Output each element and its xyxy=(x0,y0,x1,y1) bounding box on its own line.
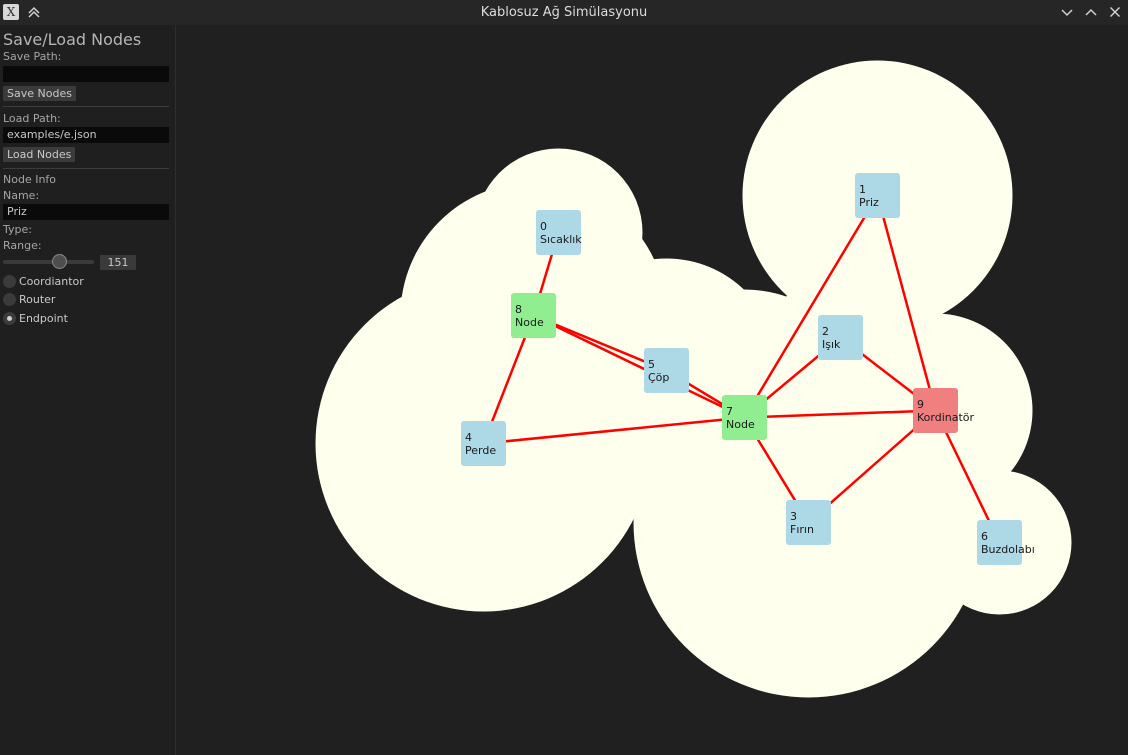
sidebar: Save/Load Nodes Save Path: Save Nodes Lo… xyxy=(0,25,176,755)
node-name: Çöp xyxy=(648,371,670,384)
radio-router-label[interactable]: Router xyxy=(19,293,56,306)
maximize-icon[interactable] xyxy=(1081,2,1101,22)
minimize-icon[interactable] xyxy=(1057,2,1077,22)
range-label: Range: xyxy=(3,239,42,252)
window-title: Kablosuz Ağ Simülasyonu xyxy=(480,5,648,20)
range-value[interactable]: 151 xyxy=(100,255,136,270)
close-icon[interactable] xyxy=(1105,2,1125,22)
node-id: 2 xyxy=(822,325,829,338)
load-nodes-button[interactable]: Load Nodes xyxy=(3,147,76,162)
node-name: Node xyxy=(515,316,544,329)
save-load-title: Save/Load Nodes xyxy=(3,30,142,49)
keep-above-icon[interactable] xyxy=(24,2,44,22)
node-id: 7 xyxy=(726,405,733,418)
node-id: 0 xyxy=(540,220,547,233)
link-line xyxy=(744,409,936,419)
save-path-input[interactable] xyxy=(3,66,169,82)
radio-router[interactable] xyxy=(3,293,16,306)
link-line xyxy=(876,195,937,411)
node-id: 3 xyxy=(790,510,797,523)
node-id: 1 xyxy=(859,183,866,196)
node-name: Sıcaklık xyxy=(540,233,582,246)
node-name: Kordinatör xyxy=(917,411,975,424)
link-line xyxy=(532,314,746,419)
name-label: Name: xyxy=(3,189,40,202)
radio-coordinator[interactable] xyxy=(3,275,16,288)
node-name: Buzdolabı xyxy=(981,543,1035,556)
node-id: 9 xyxy=(917,398,924,411)
load-path-label: Load Path: xyxy=(3,112,61,125)
range-slider-handle[interactable] xyxy=(52,254,67,269)
app-icon: X xyxy=(3,4,19,20)
node-name: Node xyxy=(726,418,755,431)
radio-coordinator-label[interactable]: Coordiantor xyxy=(19,275,84,288)
node-id: 6 xyxy=(981,530,988,543)
title-bar: X Kablosuz Ağ Simülasyonu xyxy=(0,0,1128,25)
link-line xyxy=(483,416,745,445)
radio-endpoint-label[interactable]: Endpoint xyxy=(19,312,68,325)
radio-endpoint[interactable] xyxy=(3,312,16,325)
node-id: 5 xyxy=(648,358,655,371)
save-path-label: Save Path: xyxy=(3,50,62,63)
name-input[interactable]: Priz xyxy=(3,204,169,220)
node-name: Priz xyxy=(859,196,879,209)
node-id: 4 xyxy=(465,431,472,444)
node-name: Fırın xyxy=(790,523,814,536)
separator xyxy=(3,168,169,169)
type-label: Type: xyxy=(3,223,32,236)
node-name: Işık xyxy=(822,338,841,351)
node-id: 8 xyxy=(515,303,522,316)
separator xyxy=(3,106,169,107)
save-nodes-button[interactable]: Save Nodes xyxy=(3,86,76,101)
node-name: Perde xyxy=(465,444,497,457)
link-line xyxy=(743,194,879,419)
load-path-input[interactable]: examples/e.json xyxy=(3,127,169,143)
range-slider-track[interactable] xyxy=(3,260,94,264)
node-info-title: Node Info xyxy=(3,173,57,186)
